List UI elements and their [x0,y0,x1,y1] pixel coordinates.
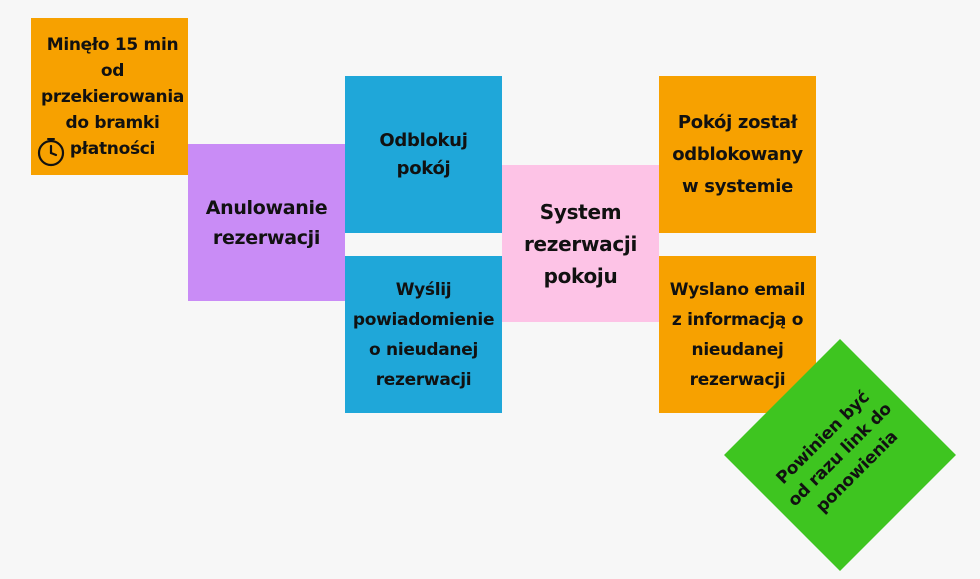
sticky-note-label: Anulowanie rezerwacji [205,196,328,249]
sticky-note-timer-expired[interactable]: Minęło 15 min od przekierowania do bramk… [31,18,188,175]
sticky-note-reservation-system[interactable]: System rezerwacji pokoju [502,165,659,322]
sticky-note-unlock-room[interactable]: Odblokuj pokój [345,76,502,233]
sticky-note-send-failure-notification[interactable]: Wyślij powiadomienie o nieudanej rezerwa… [345,256,502,413]
sticky-note-email-sent[interactable]: Wyslano email z informacją o nieudanej r… [659,256,816,413]
sticky-note-cancel-reservation[interactable]: Anulowanie rezerwacji [188,144,345,301]
sticky-note-label: Wyslano email z informacją o nieudanej r… [669,279,806,390]
sticky-note-label: Minęło 15 min od przekierowania do bramk… [40,34,185,159]
clock-icon [37,138,65,167]
sticky-note-label: System rezerwacji pokoju [523,199,638,288]
sticky-note-label: Wyślij powiadomienie o nieudanej rezerwa… [352,279,495,390]
sticky-note-label: Powinien być od razu link do ponowienia [772,387,902,517]
sticky-note-label: Odblokuj pokój [379,129,468,179]
sticky-note-room-unlocked[interactable]: Pokój został odblokowany w systemie [659,76,816,233]
sticky-note-label: Pokój został odblokowany w systemie [672,111,803,197]
